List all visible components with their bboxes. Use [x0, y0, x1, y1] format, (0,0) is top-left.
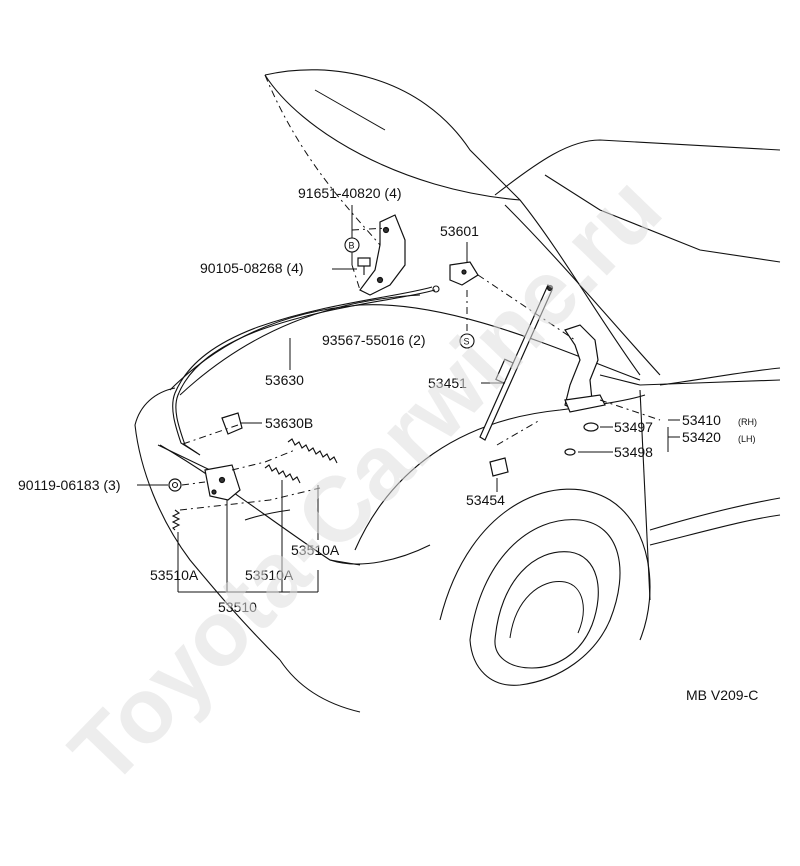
label-53510a-right: 53510A — [291, 542, 340, 558]
label-90119: 90119-06183 (3) — [18, 477, 120, 493]
cushion-53497 — [583, 422, 599, 432]
hood-hinge-right — [564, 324, 606, 413]
grommet-90119 — [168, 478, 182, 492]
b-symbol: B — [344, 237, 360, 253]
label-93567: 93567-55016 (2) — [322, 332, 426, 348]
label-90105: 90105-08268 (4) — [200, 260, 304, 276]
b-symbol-text: B — [349, 241, 355, 251]
label-53630: 53630 — [265, 372, 304, 388]
leader-lines — [137, 205, 680, 593]
hood-lock-53510 — [204, 464, 241, 501]
s-symbol: S — [459, 333, 475, 349]
label-53420-side: (LH) — [738, 434, 756, 444]
label-53410: 53410 — [682, 412, 721, 428]
spring-lower — [264, 464, 301, 484]
label-53630b: 53630B — [265, 415, 313, 431]
spring-vertical — [171, 509, 181, 531]
watermark: Toyota-Carwine.ru — [51, 157, 681, 804]
label-53497: 53497 — [614, 419, 653, 435]
label-53601: 53601 — [440, 223, 479, 239]
bolt-90105 — [357, 257, 371, 275]
cable-clamp-53630b — [221, 412, 243, 435]
label-53510a-left: 53510A — [150, 567, 199, 583]
label-53454: 53454 — [466, 492, 505, 508]
diagram-code: MB V209-C — [686, 687, 758, 703]
lock-striker-53601 — [449, 261, 479, 286]
label-53410-side: (RH) — [738, 417, 757, 427]
s-symbol-text: S — [464, 337, 470, 347]
hood-hinge-left — [359, 214, 406, 296]
label-53451: 53451 — [428, 375, 467, 391]
label-53510a-mid: 53510A — [245, 567, 294, 583]
cushion-53498 — [564, 448, 576, 456]
label-53498: 53498 — [614, 444, 653, 460]
label-53510: 53510 — [218, 599, 257, 615]
release-cable-53630 — [172, 285, 440, 456]
label-91651: 91651-40820 (4) — [298, 185, 402, 201]
hood-support-rod-53451 — [479, 283, 554, 441]
part-labels: 91651-40820 (4) 90105-08268 (4) 53601 93… — [18, 185, 758, 703]
spring-upper — [287, 438, 338, 464]
car-body-outline — [134, 69, 781, 713]
label-53420: 53420 — [682, 429, 721, 445]
support-rod-bracket-53454 — [489, 457, 509, 477]
